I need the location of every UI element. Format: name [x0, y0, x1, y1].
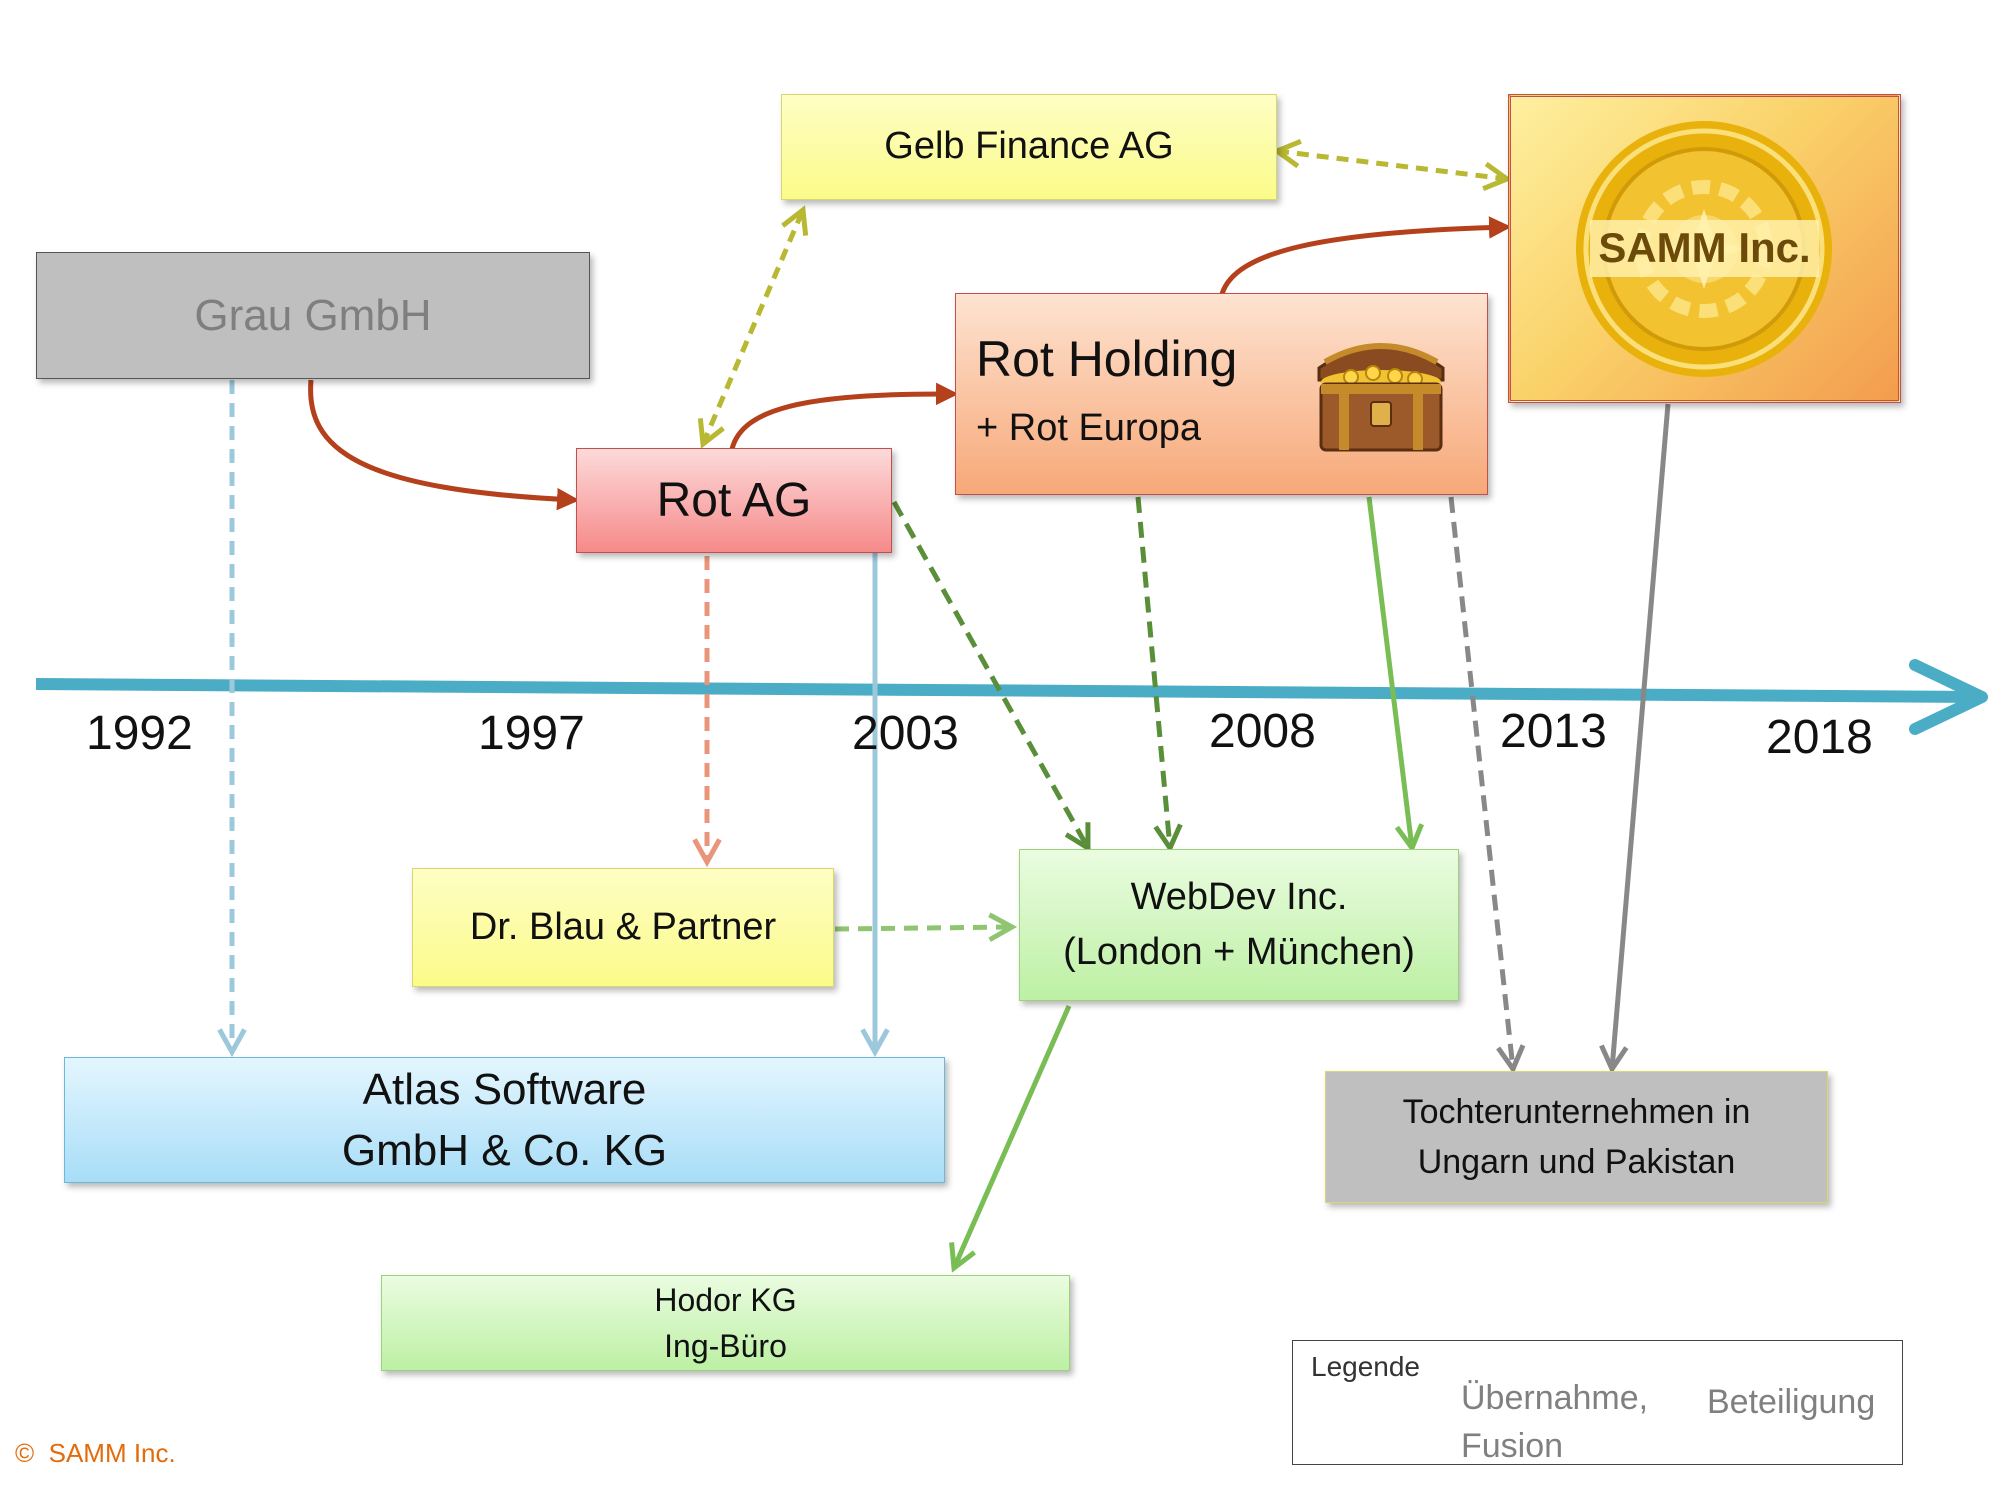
year-label-2018: 2018: [1766, 711, 1873, 764]
company-dr-blau: Dr. Blau & Partner: [412, 868, 834, 987]
company-webdev-line1: WebDev Inc.: [1130, 875, 1348, 918]
company-atlas-line2: GmbH & Co. KG: [341, 1126, 668, 1175]
arrow-holding-webdev: [1135, 496, 1170, 848]
company-gelb-label: Gelb Finance AG: [884, 125, 1174, 168]
arrow-rotag-holding: [729, 382, 959, 450]
company-tochter: Tochterunternehmen in Ungarn und Pakista…: [1325, 1071, 1828, 1203]
company-webdev-line2: (London + München): [1063, 931, 1415, 973]
arrow-blau-webdev: [834, 927, 1012, 929]
timeline-axis: [35, 659, 1988, 735]
company-rot-ag-label: Rot AG: [656, 473, 812, 527]
company-atlas: Atlas Software GmbH & Co. KG: [64, 1057, 945, 1183]
year-label-1997: 1997: [478, 707, 585, 760]
copyright-label: © SAMM Inc.: [15, 1438, 176, 1468]
legend-solid-label-2: Fusion: [1461, 1427, 1564, 1465]
legend-solid-label-1: Übernahme,: [1461, 1379, 1649, 1417]
arrow-holding-tochter: [1448, 496, 1513, 1069]
arrow-rotag-gelb: [703, 210, 803, 444]
arrow-holding-webdev-solid: [1366, 496, 1412, 848]
arrow-samm-tochter: [1612, 403, 1671, 1069]
company-dr-blau-label: Dr. Blau & Partner: [469, 905, 777, 948]
company-samm-label: SAMM Inc.: [1590, 220, 1819, 277]
arrow-rotag-webdev: [891, 500, 1088, 848]
company-webdev: WebDev Inc. (London + München): [1019, 849, 1459, 1001]
year-label-2013: 2013: [1500, 705, 1607, 758]
company-rot-holding-title: Rot Holding: [976, 331, 1238, 387]
company-rot-ag: Rot AG: [576, 448, 892, 553]
year-label-2003: 2003: [852, 707, 959, 760]
company-rot-holding-subtitle: + Rot Europa: [976, 406, 1201, 449]
company-hodor-line1: Hodor KG: [654, 1282, 797, 1318]
legend-title: Legende: [1311, 1351, 1421, 1382]
legend-dashed-label: Beteiligung: [1707, 1383, 1876, 1421]
company-hodor-line2: Ing-Büro: [664, 1328, 787, 1364]
arrow-gelb-samm: [1277, 151, 1507, 179]
arrow-webdev-hodor: [954, 1004, 1072, 1268]
arrow-grau-rotag: [308, 379, 580, 511]
legend: Legende Übernahme, Fusion Beteiligung: [1292, 1340, 1903, 1465]
company-tochter-line2: Ungarn und Pakistan: [1417, 1143, 1736, 1181]
company-atlas-line1: Atlas Software: [362, 1065, 647, 1114]
year-label-1992: 1992: [86, 707, 193, 760]
company-rot-holding: Rot Holding + Rot Europa: [955, 293, 1488, 495]
treasure-chest-icon: [1317, 343, 1445, 452]
company-hodor: Hodor KG Ing-Büro: [381, 1275, 1070, 1371]
company-grau: Grau GmbH: [36, 252, 590, 379]
company-tochter-line1: Tochterunternehmen in: [1402, 1092, 1751, 1131]
company-grau-label: Grau GmbH: [194, 291, 432, 340]
arrow-holding-samm: [1219, 216, 1512, 295]
company-samm: SAMM Inc.: [1508, 94, 1901, 403]
company-gelb: Gelb Finance AG: [781, 94, 1277, 200]
year-label-2008: 2008: [1209, 705, 1316, 758]
